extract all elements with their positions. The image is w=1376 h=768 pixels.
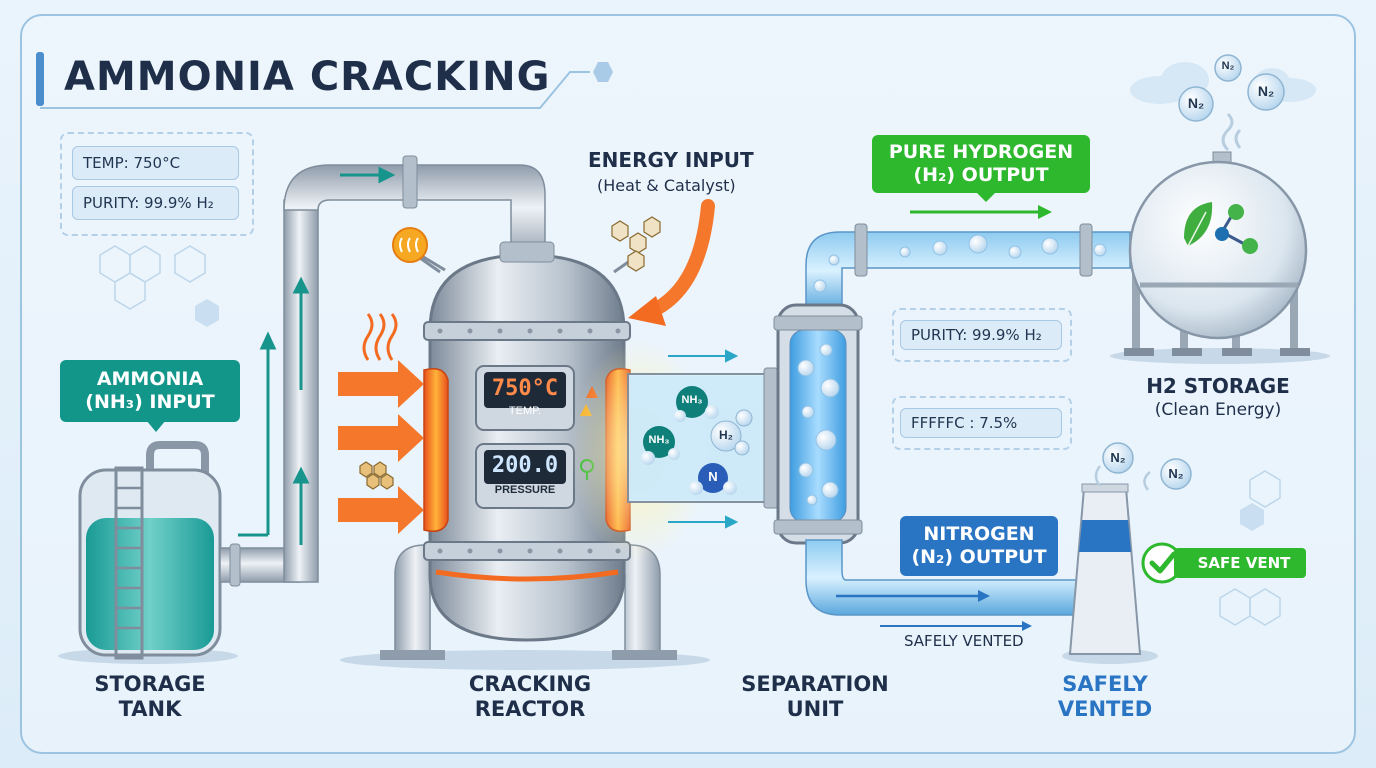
hydrogen-output-line2: (H₂) OUTPUT xyxy=(913,164,1049,186)
purity-info: PURITY: 99.9% H₂ xyxy=(72,186,239,220)
ammonia-input-callout: AMMONIA (NH₃) INPUT xyxy=(60,360,240,422)
caption-cracking-reactor-line1: CRACKING xyxy=(468,672,592,696)
caption-cracking-reactor: CRACKING REACTOR xyxy=(440,672,620,722)
n2-label-3: N₂ xyxy=(1257,83,1275,99)
temp-display-value: 750°C xyxy=(491,376,559,401)
catalyst-icon xyxy=(359,461,394,490)
hydrogen-output-line1: PURE HYDROGEN xyxy=(888,141,1074,163)
caption-separation-unit-line2: UNIT xyxy=(786,697,844,721)
hexagon-pattern-right xyxy=(1219,470,1281,626)
n2-bubbles-vent xyxy=(1102,442,1192,490)
leaf-icon xyxy=(1184,202,1213,247)
h2-storage-subtitle: (Clean Energy) xyxy=(1154,400,1282,420)
caption-safely-vented-line2: VENTED xyxy=(1057,697,1153,721)
safe-vent-badge: SAFE VENT xyxy=(1174,548,1306,578)
temp-display-label: TEMP. xyxy=(508,405,542,417)
caption-storage-tank-line1: STORAGE xyxy=(94,672,206,696)
title-underline xyxy=(40,71,590,109)
molecule-label-nh3-a: NH₃ xyxy=(681,394,703,406)
separation-purity-frame xyxy=(892,308,1072,362)
hexagon-pattern-left xyxy=(99,245,206,310)
molecule-label-nh3-b: NH₃ xyxy=(648,434,670,446)
nitrogen-output-line2: (N₂) OUTPUT xyxy=(911,546,1047,568)
hexagon-filled xyxy=(195,299,219,327)
caption-safely-vented-line1: SAFELY xyxy=(1062,672,1148,696)
hydrogen-output-callout: PURE HYDROGEN (H₂) OUTPUT xyxy=(872,135,1090,193)
h2-storage-title: H2 STORAGE xyxy=(1146,374,1290,398)
ammonia-input-line2: (NH₃) INPUT xyxy=(85,391,215,413)
caption-separation-unit-line1: SEPARATION xyxy=(741,672,889,696)
vent-stack xyxy=(1062,483,1158,664)
n2-bubbles-top xyxy=(1178,54,1285,122)
n2-label-1: N₂ xyxy=(1221,60,1235,72)
hydrogen-flow-arrow xyxy=(910,205,1052,219)
energy-input-title: ENERGY INPUT xyxy=(588,148,754,172)
caption-separation-unit: SEPARATION UNIT xyxy=(720,672,910,722)
energy-arrowhead xyxy=(628,296,666,326)
hydrogen-callout-pointer xyxy=(976,192,996,202)
heat-input-arrows xyxy=(338,360,424,534)
heat-waves-icon xyxy=(362,313,398,361)
n2-label-5: N₂ xyxy=(1168,466,1184,481)
safely-vented-small-label: SAFELY VENTED xyxy=(904,632,1024,650)
vent-steam-icon xyxy=(1094,465,1151,491)
separation-other-info: FFFFFC : 7.5% xyxy=(900,408,1062,438)
bubbles xyxy=(797,234,1107,506)
steam-icon xyxy=(1221,112,1242,152)
temp-info: TEMP: 750°C xyxy=(72,146,239,180)
caption-storage-tank: STORAGE TANK xyxy=(70,672,230,722)
ammonia-input-line1: AMMONIA xyxy=(96,368,204,390)
molecule-n xyxy=(689,463,737,495)
title-accent xyxy=(36,52,44,106)
caption-storage-tank-line2: TANK xyxy=(118,697,182,721)
pressure-display-value: 200.0 xyxy=(491,453,559,478)
ammonia-callout-pointer xyxy=(146,420,166,432)
nitrogen-output-callout: NITROGEN (N₂) OUTPUT xyxy=(900,516,1058,576)
separation-purity-info: PURITY: 99.9% H₂ xyxy=(900,320,1062,350)
storage-tank xyxy=(58,441,238,664)
caption-safely-vented: SAFELY VENTED xyxy=(1030,672,1180,722)
molecule-label-h2: H₂ xyxy=(719,428,733,442)
pressure-display-label: PRESSURE xyxy=(494,484,556,496)
caption-cracking-reactor-line2: REACTOR xyxy=(474,697,586,721)
n2-label-4: N₂ xyxy=(1110,450,1126,465)
catalyst-particles-icon xyxy=(611,216,661,272)
molecule-nh3-a xyxy=(674,386,719,422)
info-panel-frame xyxy=(60,132,254,236)
hexagon-filled-right xyxy=(1240,503,1264,531)
nitrogen-flow-arrow xyxy=(836,590,1032,631)
molecule-label-n: N xyxy=(708,469,718,484)
energy-arrow xyxy=(643,199,715,319)
hexagon-decoration xyxy=(593,62,613,82)
n2-label-2: N₂ xyxy=(1187,95,1205,111)
molecule-h2 xyxy=(710,409,753,456)
nitrogen-output-line1: NITROGEN xyxy=(923,523,1035,545)
page-title: AMMONIA CRACKING xyxy=(64,54,551,100)
molecule-icon xyxy=(1215,204,1258,254)
flow-arrows-teal xyxy=(238,166,396,545)
heat-icon xyxy=(392,227,446,272)
molecule-nh3-b xyxy=(641,426,680,465)
separation-other-frame xyxy=(892,396,1072,450)
h2-storage-sphere xyxy=(1110,151,1330,364)
chamber-flow-arrows xyxy=(668,349,739,529)
energy-input-subtitle: (Heat & Catalyst) xyxy=(597,176,736,195)
